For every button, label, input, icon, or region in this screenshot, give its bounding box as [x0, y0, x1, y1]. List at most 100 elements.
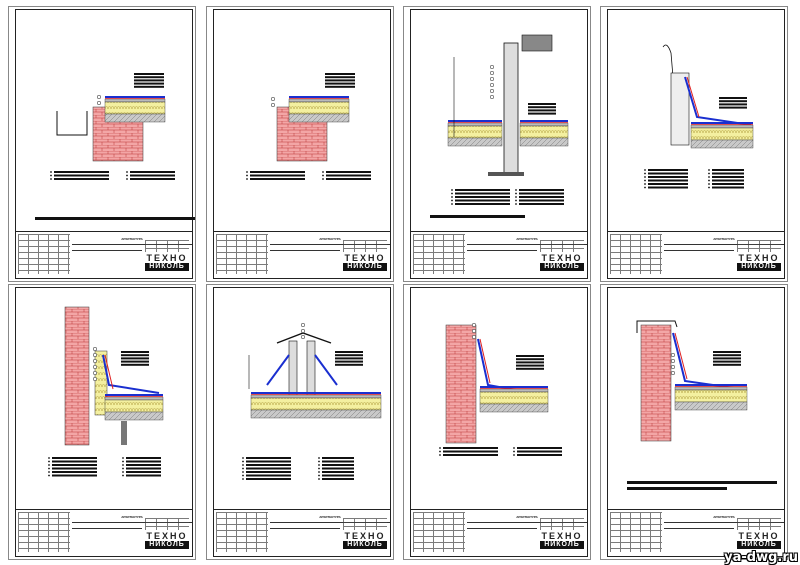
- legend-bullet: [515, 192, 517, 195]
- callout-marker: [92, 358, 98, 364]
- legend-bullet: [322, 178, 324, 180]
- legend-text-bar: [54, 171, 109, 173]
- legend-bullet: [708, 176, 710, 178]
- legend-bullet: [515, 196, 517, 198]
- legend-bullet: [644, 186, 646, 189]
- callout-label-bar: [121, 357, 149, 360]
- legend-bullet: [451, 196, 453, 198]
- legend-bullet: [515, 199, 517, 202]
- legend-bullet: [318, 474, 320, 477]
- legend-bullet: [451, 189, 453, 191]
- callout-marker: [670, 358, 676, 364]
- legend-text-bar: [246, 471, 291, 473]
- detail-drawing: [35, 73, 195, 220]
- legend-text-bar: [712, 176, 744, 178]
- callout-label-bar: [335, 360, 363, 363]
- legend-bullet: [48, 471, 50, 473]
- insulation-layer: [104, 101, 166, 115]
- logo-bottom-text: НИКОЛЬ: [540, 541, 584, 549]
- legend-bullet: [50, 174, 52, 177]
- callout-label-bar: [528, 109, 556, 112]
- legend-text-bar: [712, 183, 744, 185]
- legend-text-bar: [250, 174, 305, 177]
- legend-bullet: [513, 447, 515, 449]
- callout-label-bar: [325, 85, 355, 88]
- concrete-slab: [250, 409, 382, 419]
- legend-bullet: [451, 203, 453, 205]
- note-bar: [627, 487, 727, 490]
- callout-label-bar: [335, 357, 363, 360]
- stage-table: [145, 518, 189, 530]
- callout-label-bar: [325, 79, 355, 82]
- callout-label-bar: [325, 76, 355, 79]
- revision-table: [413, 234, 465, 274]
- legend-text-bar: [648, 169, 688, 171]
- callout-label-bar: [719, 97, 747, 99]
- sheet-title: [72, 528, 142, 529]
- logo-bottom-text: НИКОЛЬ: [540, 263, 584, 271]
- legend-bullet: [322, 174, 324, 177]
- legend-text-bar: [712, 172, 744, 175]
- legend-text-bar: [519, 196, 564, 198]
- detail-drawing: [246, 73, 371, 180]
- legend-text-bar: [517, 450, 562, 453]
- screed-layer: [447, 122, 503, 127]
- logo-top-text: ТЕХНО: [344, 253, 386, 263]
- legend-text-bar: [130, 174, 175, 177]
- parapet-wall: [670, 72, 690, 146]
- legend-bullet: [644, 169, 646, 171]
- screed-layer: [479, 388, 549, 393]
- legend-bullet: [708, 179, 710, 182]
- callout-label-bar: [516, 361, 544, 364]
- parapet-cap: [662, 44, 674, 78]
- legend-bullet: [246, 174, 248, 177]
- sheet-header: АРХИТЕКТУРА: [467, 512, 587, 523]
- legend-bullet: [48, 460, 50, 463]
- legend-text-bar: [517, 454, 562, 456]
- legend-text-bar: [246, 467, 291, 470]
- legend-bullet: [515, 203, 517, 205]
- legend-bullet: [318, 467, 320, 470]
- callout-label-bar: [335, 354, 363, 357]
- legend-text-bar: [517, 447, 562, 449]
- brick-wall: [64, 306, 90, 446]
- legend-bullet: [122, 471, 124, 473]
- legend-bullet: [50, 178, 52, 180]
- callout-label-bar: [134, 79, 164, 82]
- legend-text-bar: [246, 460, 291, 463]
- legend-text-bar: [126, 464, 161, 466]
- callout-marker: [489, 70, 495, 76]
- membrane-upturn: [102, 354, 160, 394]
- callout-marker: [471, 334, 477, 340]
- steel-column: [121, 421, 127, 445]
- callout-marker: [670, 364, 676, 370]
- callout-label-bar: [719, 106, 747, 109]
- insulation-layer: [690, 127, 754, 141]
- concrete-slab: [104, 113, 166, 123]
- detail-drawing: [48, 306, 164, 477]
- legend-text-bar: [648, 183, 688, 185]
- legend-text-bar: [126, 460, 161, 463]
- concrete-slab: [690, 139, 754, 149]
- note-bar: [627, 481, 777, 484]
- insulation-layer: [479, 391, 549, 405]
- callout-marker: [300, 334, 306, 340]
- callout-marker: [489, 94, 495, 100]
- legend-text-bar: [455, 196, 510, 198]
- legend-bullet: [48, 457, 50, 459]
- legend-text-bar: [519, 189, 564, 191]
- legend-bullet: [451, 199, 453, 202]
- legend-bullet: [644, 179, 646, 182]
- concrete-slab: [674, 401, 748, 411]
